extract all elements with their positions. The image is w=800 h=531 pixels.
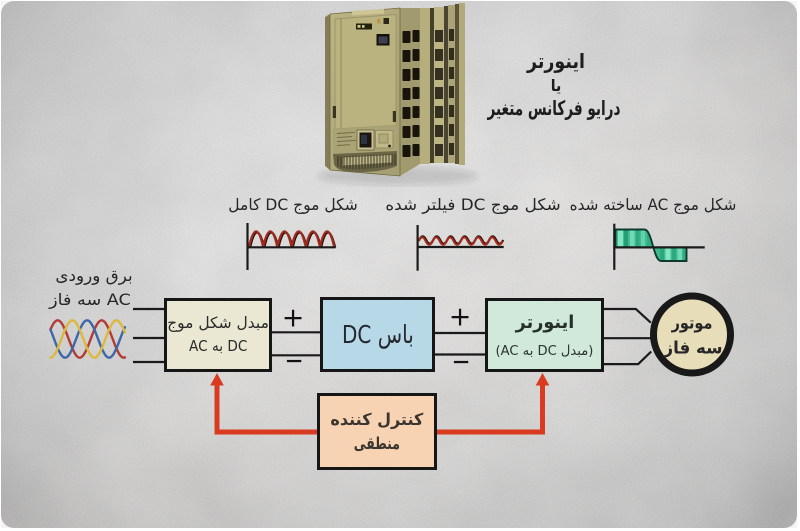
title-or: یا bbox=[550, 76, 562, 95]
minus-sign-converter-dcbus: − bbox=[284, 345, 304, 377]
fin-slots bbox=[435, 29, 454, 156]
minus-sign-dcbus-inverter: − bbox=[451, 346, 471, 378]
three-phase-sines bbox=[49, 319, 127, 359]
connection-lines bbox=[133, 307, 652, 366]
dc-bus-label: باس DC bbox=[341, 320, 414, 349]
inverter-label-line2: (مبدل DC به AC) bbox=[495, 342, 594, 359]
plus-sign-converter-dcbus: + bbox=[281, 302, 305, 333]
vent-face bbox=[400, 8, 454, 176]
title-vfd: درایو فرکانس متغیر bbox=[487, 95, 621, 120]
device-top-lip bbox=[352, 9, 384, 16]
phase-sine-blue bbox=[49, 319, 127, 359]
label-made-ac-waveform: شکل موج AC ساخته شده bbox=[569, 195, 737, 214]
title-inverter: اینورتر bbox=[527, 49, 585, 73]
vent-slots bbox=[402, 30, 420, 157]
made-ac-wave-outline bbox=[614, 228, 688, 262]
label-three-phase-ac: AC سه فاز bbox=[49, 290, 131, 309]
filtered-dc-wave bbox=[417, 236, 504, 246]
inverter-label-line1: اینورتر bbox=[515, 311, 574, 333]
plus-sign-dcbus-inverter: + bbox=[448, 301, 472, 333]
vfd-device-photo bbox=[318, 3, 478, 185]
waveform-full-dc-plot bbox=[246, 223, 337, 270]
inverter-motor-line-bot bbox=[604, 350, 652, 366]
heatsink-fins bbox=[420, 3, 465, 165]
motor-label-line2: سه فاز bbox=[662, 338, 723, 358]
motor-label-line1: موتور bbox=[671, 313, 713, 334]
feedback-line-left bbox=[214, 383, 317, 435]
block-inverter: اینورتر (مبدل DC به AC) bbox=[485, 298, 604, 372]
converter-label-line2: DC به AC bbox=[188, 337, 248, 355]
label-full-dc-waveform: شکل موج DC کامل bbox=[227, 195, 358, 214]
block-dc-bus: باس DC bbox=[320, 297, 435, 372]
block-logic-controller: کنترل کننده منطقی bbox=[317, 393, 437, 470]
converter-label-line1: مبدل شکل موج bbox=[167, 314, 269, 332]
feedback-arrowheads bbox=[210, 373, 550, 386]
feedback-arrowhead-left bbox=[210, 373, 224, 386]
motor-circle bbox=[650, 292, 734, 377]
label-input-power: برق ورودی bbox=[54, 266, 133, 285]
device-left-side bbox=[325, 14, 330, 170]
controller-label-line1: کنترل کننده bbox=[330, 409, 424, 429]
waveform-filtered-dc-plot bbox=[416, 225, 505, 271]
device-bottom-grille bbox=[333, 151, 397, 173]
device-front-door bbox=[332, 14, 397, 130]
block-ac-dc-converter: مبدل شکل موج DC به AC bbox=[164, 298, 272, 372]
controller-label-line2: منطقی bbox=[353, 433, 401, 453]
label-filtered-dc-waveform: شکل موج DC فیلتر شده bbox=[384, 195, 561, 214]
feedback-lines bbox=[214, 383, 545, 435]
feedback-line-right bbox=[437, 383, 545, 435]
phase-sine-yellow bbox=[49, 319, 127, 359]
feedback-arrowhead-right bbox=[535, 373, 550, 386]
device-terminal-panel bbox=[333, 125, 397, 154]
inverter-motor-line-top bbox=[604, 307, 652, 324]
